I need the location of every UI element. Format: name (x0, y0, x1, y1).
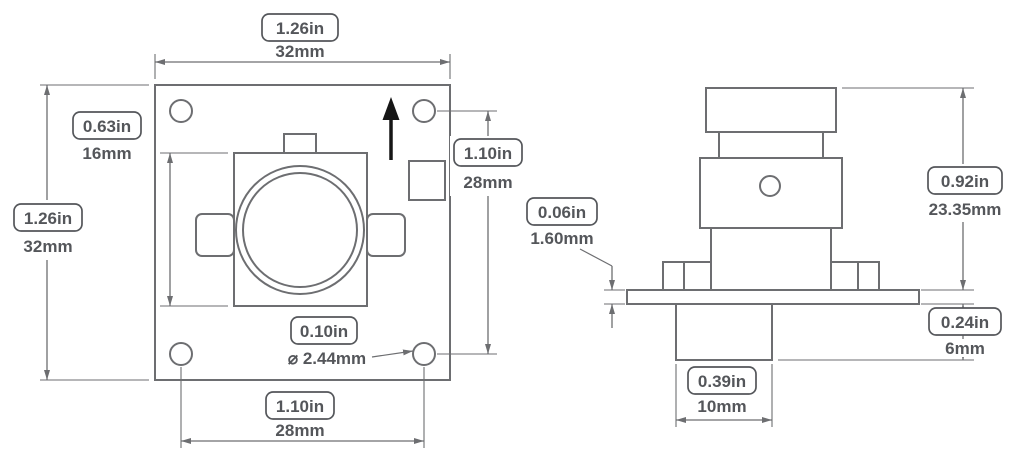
dim-inch-label: 1.26in (24, 209, 72, 228)
dim-inch-label: 1.10in (276, 397, 324, 416)
holder-ear-left (195, 213, 235, 257)
dim-mm-label: 16mm (82, 144, 131, 163)
board-outline (154, 84, 451, 381)
label-box (261, 13, 339, 42)
flange-left (662, 261, 712, 291)
label-box (526, 197, 598, 226)
flange-right (830, 261, 880, 291)
dim-inch-label: 0.39in (698, 372, 746, 391)
dim-pcb-thickness: 0.06in 1.60mm (526, 197, 625, 328)
label-backdrop (270, 421, 330, 439)
label-box (453, 138, 523, 167)
label-backdrop (694, 398, 750, 414)
dim-module-height: 0.92in 23.35mm (842, 87, 1010, 291)
up-arrow-head (382, 97, 400, 120)
dim-mm-label: 28mm (275, 421, 324, 440)
label-box (72, 111, 142, 140)
dim-board-height: 1.26in 32mm (10, 84, 149, 381)
label-box (928, 307, 1002, 336)
dim-mm-label: 23.35mm (929, 200, 1002, 219)
dim-mm-label: 1.60mm (530, 229, 593, 248)
lens-cap (705, 87, 837, 133)
dim-inch-label: 0.06in (538, 203, 586, 222)
up-arrow-icon (382, 97, 400, 160)
dim-connector-width: 0.39in 10mm (675, 364, 773, 427)
dim-mm-label: 10mm (697, 397, 746, 416)
dim-mm-label: 6mm (945, 339, 985, 358)
side-view: 0.06in 1.60mm 0.92in 23.35mm 0.24in 6mm (526, 87, 1010, 427)
lens-barrel-inner (242, 172, 358, 288)
mounting-hole-top-left (169, 99, 193, 123)
dim-inch-label: 0.10in (300, 322, 348, 341)
label-box (687, 366, 757, 395)
label-box (927, 166, 1003, 195)
lens-barrel-outer (235, 165, 365, 295)
dim-mm-label: 32mm (23, 237, 72, 256)
leader-line (579, 248, 613, 267)
dim-inch-label: 1.10in (464, 144, 512, 163)
mounting-hole-top-right (412, 99, 436, 123)
dim-mm-label: ⌀ 2.44mm (288, 349, 366, 368)
dim-inch-label: 0.63in (83, 117, 131, 136)
mounting-hole-bottom-right (412, 342, 436, 366)
board-component (408, 160, 446, 201)
dim-hole-spacing-vertical: 1.10in 28mm (437, 110, 526, 355)
lens-neck (718, 131, 824, 159)
label-box (265, 391, 335, 420)
connector (675, 303, 773, 361)
dim-board-width: 1.26in 32mm (154, 13, 451, 79)
pcb-board-side (626, 289, 920, 305)
holder-ear-right (366, 213, 406, 257)
mounting-hole-bottom-left (169, 342, 193, 366)
dim-inch-label: 0.24in (941, 313, 989, 332)
set-screw (759, 175, 781, 197)
dim-inch-label: 1.26in (276, 19, 324, 38)
dim-mm-label: 32mm (275, 42, 324, 61)
leader-line (371, 349, 414, 358)
dim-mm-label: 28mm (463, 173, 512, 192)
dim-lens-holder-height: 0.63in 16mm (72, 111, 228, 307)
front-view: 1.26in 32mm 1.26in 32mm 0.63in 16mm (10, 13, 526, 448)
label-backdrop (942, 339, 988, 357)
lens-body-lower (710, 227, 832, 291)
holder-top-tab (283, 133, 317, 154)
label-box (13, 203, 83, 232)
label-box (290, 316, 358, 345)
dim-inch-label: 0.92in (941, 172, 989, 191)
dim-hole-spacing-horizontal: 1.10in 28mm (180, 367, 425, 448)
dim-hole-diameter: 0.10in ⌀ 2.44mm (288, 316, 414, 368)
dim-connector-height: 0.24in 6mm (778, 303, 1002, 361)
